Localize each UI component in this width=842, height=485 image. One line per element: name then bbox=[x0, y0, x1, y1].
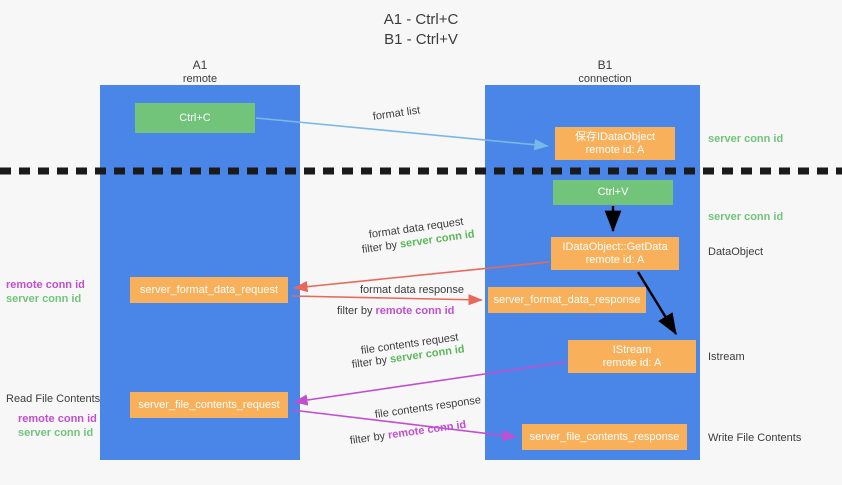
edge-filter-prefix: filter by bbox=[337, 305, 376, 317]
node-save-idataobject-line2: remote id: A bbox=[585, 143, 645, 156]
annotation-istream: Istream bbox=[708, 350, 745, 364]
annotation-read-file-contents: Read File Contents bbox=[6, 392, 100, 406]
edge-filter-prefix: filter by bbox=[351, 353, 391, 371]
annotation-left-conn-ids: remote conn id server conn id bbox=[6, 278, 85, 306]
column-a1-name: A1 bbox=[192, 58, 208, 72]
node-getdata-line1: IDataObject::GetData bbox=[562, 240, 668, 253]
column-header-a1: A1 remote bbox=[140, 58, 260, 86]
node-server-format-data-response[interactable]: server_format_data_response bbox=[488, 287, 646, 313]
column-b1-sub: connection bbox=[578, 73, 632, 85]
title-line-1: A1 - Ctrl+C bbox=[383, 11, 459, 28]
edge-filter-prefix: filter by bbox=[361, 238, 401, 256]
annotation-server-conn-id-text: server conn id bbox=[708, 133, 784, 145]
edge-label-file-contents-response-text: file contents response bbox=[374, 394, 482, 421]
annotation-write-file-contents: Write File Contents bbox=[708, 431, 801, 445]
page-title: A1 - Ctrl+C B1 - Ctrl+V bbox=[0, 10, 842, 50]
annotation-write-file-contents-text: Write File Contents bbox=[708, 432, 802, 444]
title-line-2: B1 - Ctrl+V bbox=[384, 31, 458, 48]
column-header-b1: B1 connection bbox=[540, 58, 670, 86]
edge-label-format-list-text: format list bbox=[372, 104, 421, 123]
node-server-format-data-request[interactable]: server_format_data_request bbox=[130, 277, 288, 303]
node-idataobject-getdata[interactable]: IDataObject::GetData remote id: A bbox=[551, 237, 679, 270]
annotation-read-file-contents-text: Read File Contents bbox=[6, 393, 101, 405]
node-ctrl-v[interactable]: Ctrl+V bbox=[553, 180, 673, 205]
node-ctrl-v-label: Ctrl+V bbox=[597, 186, 629, 198]
annotation-istream-text: Istream bbox=[708, 351, 745, 363]
annotation-dataobject-text: DataObject bbox=[708, 246, 764, 258]
annotation-server-conn-id: server conn id bbox=[6, 293, 82, 305]
edge-filter-key-remote-conn-id: remote conn id bbox=[375, 305, 455, 317]
edge-label-file-contents-response: file contents response bbox=[374, 393, 482, 423]
node-server-file-contents-response[interactable]: server_file_contents_response bbox=[522, 424, 687, 450]
annotation-server-conn-id-text: server conn id bbox=[708, 211, 784, 223]
annotation-remote-conn-id: remote conn id bbox=[18, 413, 97, 425]
node-ctrl-c-label: Ctrl+C bbox=[179, 111, 211, 124]
node-getdata-line2: remote id: A bbox=[585, 253, 645, 266]
edge-label-format-data-response-text: format data response bbox=[360, 284, 464, 296]
node-istream-line2: remote id: A bbox=[602, 356, 662, 369]
annotation-dataobject: DataObject bbox=[708, 245, 763, 259]
edge-filter-format-data-response: filter by remote conn id bbox=[337, 304, 454, 319]
node-save-idataobject[interactable]: 保存IDataObject remote id: A bbox=[555, 127, 675, 160]
node-save-idataobject-line1: 保存IDataObject bbox=[574, 130, 656, 143]
column-b1-name: B1 bbox=[597, 58, 613, 72]
node-ctrl-c[interactable]: Ctrl+C bbox=[135, 103, 255, 133]
node-istream[interactable]: IStream remote id: A bbox=[568, 340, 696, 373]
annotation-read-file-conn-ids: remote conn id server conn id bbox=[18, 412, 97, 440]
annotation-remote-conn-id: remote conn id bbox=[6, 279, 85, 291]
edge-filter-file-contents-response: filter by remote conn id bbox=[349, 418, 467, 449]
node-server-format-data-request-label: server_format_data_request bbox=[139, 283, 279, 296]
annotation-right-server-conn-id-mid: server conn id bbox=[708, 210, 783, 224]
edge-filter-key-remote-conn-id: remote conn id bbox=[387, 418, 467, 442]
annotation-right-server-conn-id-top: server conn id bbox=[708, 132, 783, 146]
node-server-format-data-response-label: server_format_data_response bbox=[493, 293, 641, 306]
edge-label-format-data-response: format data response bbox=[360, 283, 464, 298]
node-server-file-contents-request-label: server_file_contents_request bbox=[138, 398, 280, 411]
edge-label-format-list: format list bbox=[372, 103, 421, 124]
node-server-file-contents-response-label: server_file_contents_response bbox=[529, 430, 680, 443]
node-server-file-contents-request[interactable]: server_file_contents_request bbox=[130, 392, 288, 418]
edge-filter-prefix: filter by bbox=[349, 429, 389, 447]
annotation-server-conn-id: server conn id bbox=[18, 427, 94, 439]
column-a1-sub: remote bbox=[182, 73, 218, 85]
node-istream-line1: IStream bbox=[612, 343, 652, 356]
